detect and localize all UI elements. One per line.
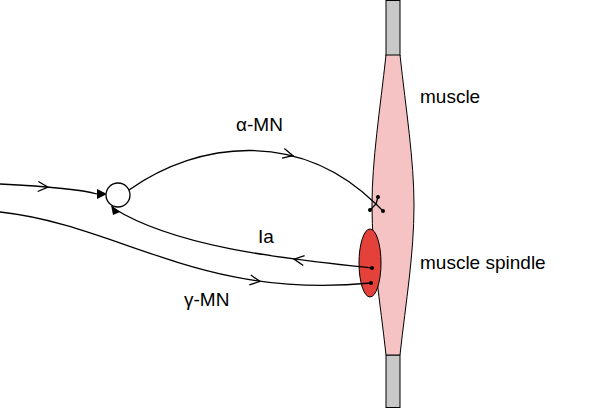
spindle-outline <box>358 228 382 298</box>
ia-afferent-axon <box>113 208 372 268</box>
spindle-node: muscle spindle <box>358 228 382 298</box>
muscle-node: musclemuscle spindle <box>366 0 420 408</box>
gamma-motor-axon <box>0 212 371 285</box>
muscle-outline <box>366 0 420 408</box>
arrowhead <box>293 254 304 265</box>
label-holder: α-MN <box>236 114 283 136</box>
tendon <box>386 355 400 408</box>
part-name: muscle <box>420 86 480 107</box>
nerve-ending-dot <box>376 195 380 199</box>
input-axon <box>0 184 97 194</box>
nerve-ending-dot <box>370 266 374 270</box>
nerve-ending-dot <box>381 209 385 213</box>
nerve-fibre-name: γ-MN <box>184 289 229 310</box>
label-holder: muscle spindle <box>420 252 546 274</box>
arrowhead <box>249 275 260 286</box>
muscle-belly <box>372 55 414 355</box>
label-holder: γ-MN <box>184 289 229 311</box>
tendon <box>386 1 400 56</box>
neuron-soma <box>106 183 130 207</box>
nerve-fibre-name: α-MN <box>236 114 283 135</box>
nerve-fibre-name: Ia <box>258 226 274 247</box>
arrowhead <box>38 182 49 193</box>
label-holder: Ia <box>258 226 274 248</box>
nerve-ending-dot <box>369 281 373 285</box>
alpha-nerve-ending <box>370 197 383 211</box>
spindle-capsule <box>359 229 381 297</box>
nerve-ending-dot <box>368 208 372 212</box>
alpha-motor-axon <box>129 150 376 204</box>
label-holder: muscle <box>420 86 480 108</box>
arrowhead <box>282 149 294 161</box>
part-name: muscle spindle <box>420 252 546 273</box>
